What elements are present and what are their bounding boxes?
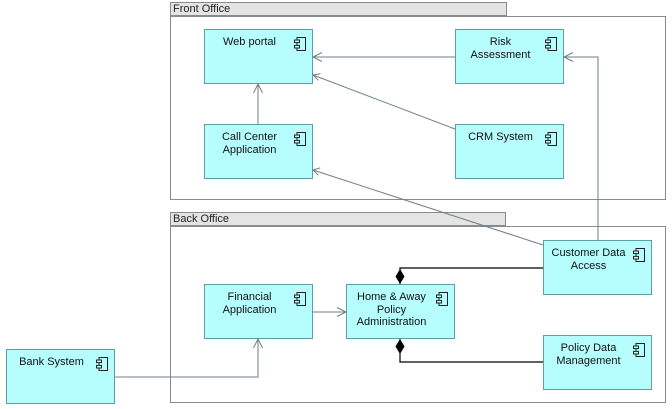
component-label: Call Center Application <box>221 131 278 156</box>
group-title-back-office: Back Office <box>173 213 230 225</box>
component-label: Bank System <box>19 356 84 368</box>
component-label: CRM System <box>468 131 533 143</box>
component-icon <box>545 37 557 51</box>
component-label: Home & Away Policy Administration <box>356 291 427 328</box>
group-title-front-office: Front Office <box>173 3 231 15</box>
component-label: Customer Data Access <box>551 247 626 272</box>
component-policy-data-management[interactable]: Policy Data Management <box>543 335 652 390</box>
component-label: Risk Assessment <box>470 36 531 61</box>
component-icon <box>294 37 306 51</box>
component-web-portal[interactable]: Web portal <box>204 29 313 84</box>
component-financial-application[interactable]: Financial Application <box>204 284 313 339</box>
component-icon <box>96 357 108 371</box>
component-customer-data-access[interactable]: Customer Data Access <box>543 240 652 295</box>
component-home-away-policy-administration[interactable]: Home & Away Policy Administration <box>346 284 455 339</box>
group-tab-front-office[interactable]: Front Office <box>170 2 507 16</box>
component-icon <box>294 292 306 306</box>
component-call-center-application[interactable]: Call Center Application <box>204 124 313 179</box>
group-tab-back-office[interactable]: Back Office <box>170 212 506 226</box>
component-label: Policy Data Management <box>556 342 621 367</box>
component-icon <box>633 248 645 262</box>
component-label: Financial Application <box>222 291 277 316</box>
component-icon <box>436 292 448 306</box>
component-risk-assessment[interactable]: Risk Assessment <box>455 29 564 84</box>
component-label: Web portal <box>223 36 276 48</box>
component-crm-system[interactable]: CRM System <box>455 124 564 179</box>
component-icon <box>294 132 306 146</box>
component-icon <box>633 343 645 357</box>
component-bank-system[interactable]: Bank System <box>6 349 115 404</box>
component-icon <box>545 132 557 146</box>
